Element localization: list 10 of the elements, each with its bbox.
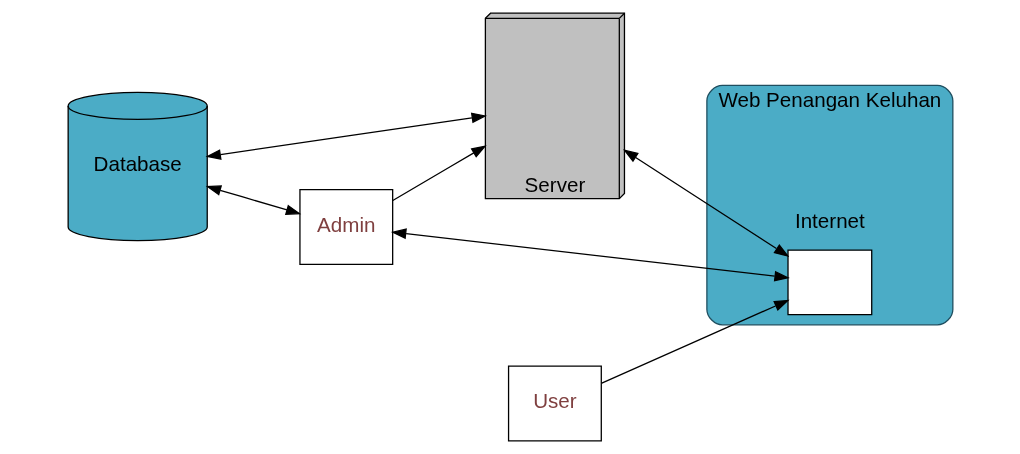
arrow	[205, 185, 301, 215]
arrow	[390, 228, 790, 282]
cluster: Web Penangan Keluhan Internet	[705, 84, 953, 326]
node-box: Admin	[298, 189, 393, 265]
arrow	[391, 145, 487, 202]
node-box: User	[507, 365, 602, 442]
arrow	[622, 149, 789, 257]
arrow	[600, 299, 790, 384]
node-box	[786, 249, 872, 316]
arrow	[205, 112, 487, 160]
